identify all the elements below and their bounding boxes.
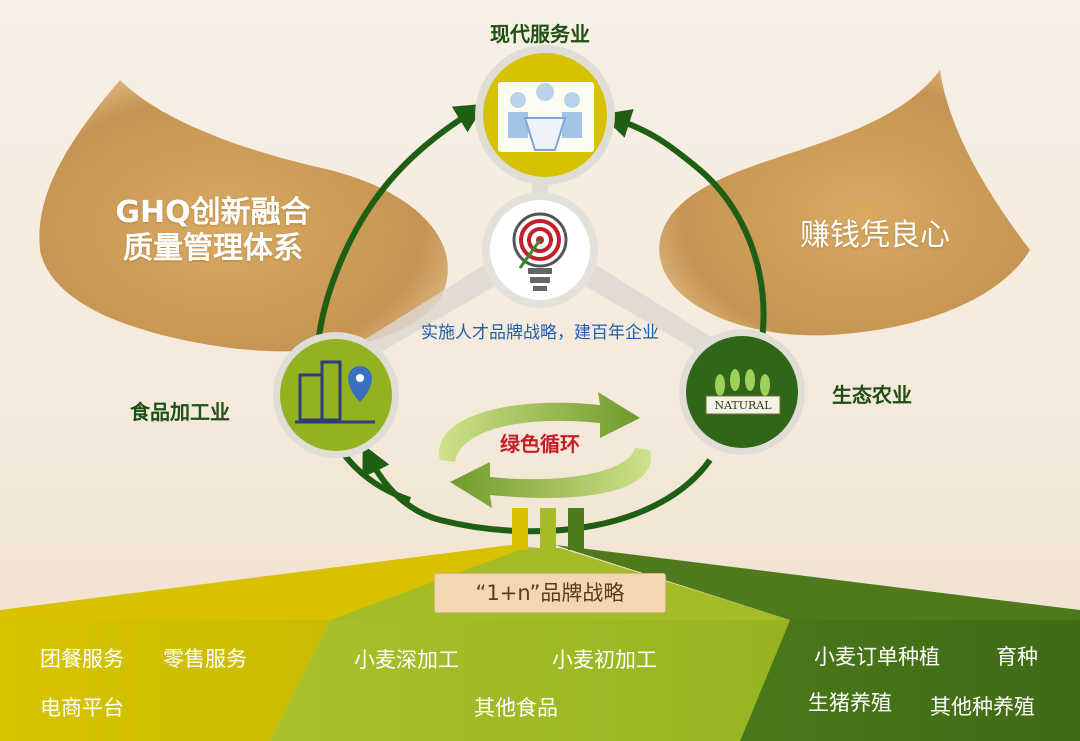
fan-left: [0, 545, 540, 620]
left-wing-title-line-1: GHQ创新融合: [115, 195, 311, 230]
band-right-item-2: 育种: [996, 645, 1038, 669]
wheat-natural-icon: [705, 369, 781, 415]
cycle-arrow-left: [314, 103, 486, 503]
band-middle-item-3: 其他食品: [474, 696, 558, 720]
band-left-item-3: 电商平台: [40, 696, 124, 720]
bar-yellow: [512, 508, 528, 550]
band-right-item-4: 其他种养殖: [930, 695, 1035, 719]
band-left-item-1: 团餐服务: [40, 647, 124, 671]
band-middle: [270, 620, 790, 741]
green-cycle-icon: [439, 392, 651, 508]
brand-strategy-box: “1+n”品牌战略: [434, 573, 666, 613]
left-wing-title: GHQ创新融合 质量管理体系: [68, 195, 358, 267]
left-wing-title-line-2: 质量管理体系: [123, 231, 303, 266]
band-right-item-1: 小麦订单种植: [814, 645, 940, 669]
band-left: [0, 620, 330, 741]
factory-location-icon: [295, 360, 375, 424]
cycle-arrow-bottom: [362, 444, 713, 535]
natural-badge-text: NATURAL: [714, 399, 772, 412]
right-wing-shape: [659, 70, 1030, 336]
band-right: [740, 620, 1080, 741]
band-middle-item-2: 小麦初加工: [552, 648, 657, 672]
bar-lightgreen: [540, 508, 556, 550]
band-middle-item-1: 小麦深加工: [354, 648, 459, 672]
node-top-label: 现代服务业: [490, 22, 590, 46]
bar-darkgreen: [568, 508, 584, 550]
right-wing-title: 赚钱凭良心: [800, 218, 950, 253]
node-right-label: 生态农业: [832, 383, 912, 407]
lightbulb-target-icon: [512, 212, 568, 291]
node-left-label: 食品加工业: [130, 400, 230, 424]
band-right-item-3: 生猪养殖: [808, 691, 892, 715]
meeting-icon: [508, 83, 582, 151]
fan-right: [555, 545, 1080, 620]
core-strategy-text: 实施人才品牌战略，建百年企业: [421, 323, 659, 343]
node-right-circle: [686, 336, 798, 448]
node-left-circle: [280, 339, 392, 451]
left-wing-shape: [39, 80, 448, 352]
band-left-item-2: 零售服务: [163, 647, 247, 671]
green-cycle-label: 绿色循环: [500, 432, 580, 456]
